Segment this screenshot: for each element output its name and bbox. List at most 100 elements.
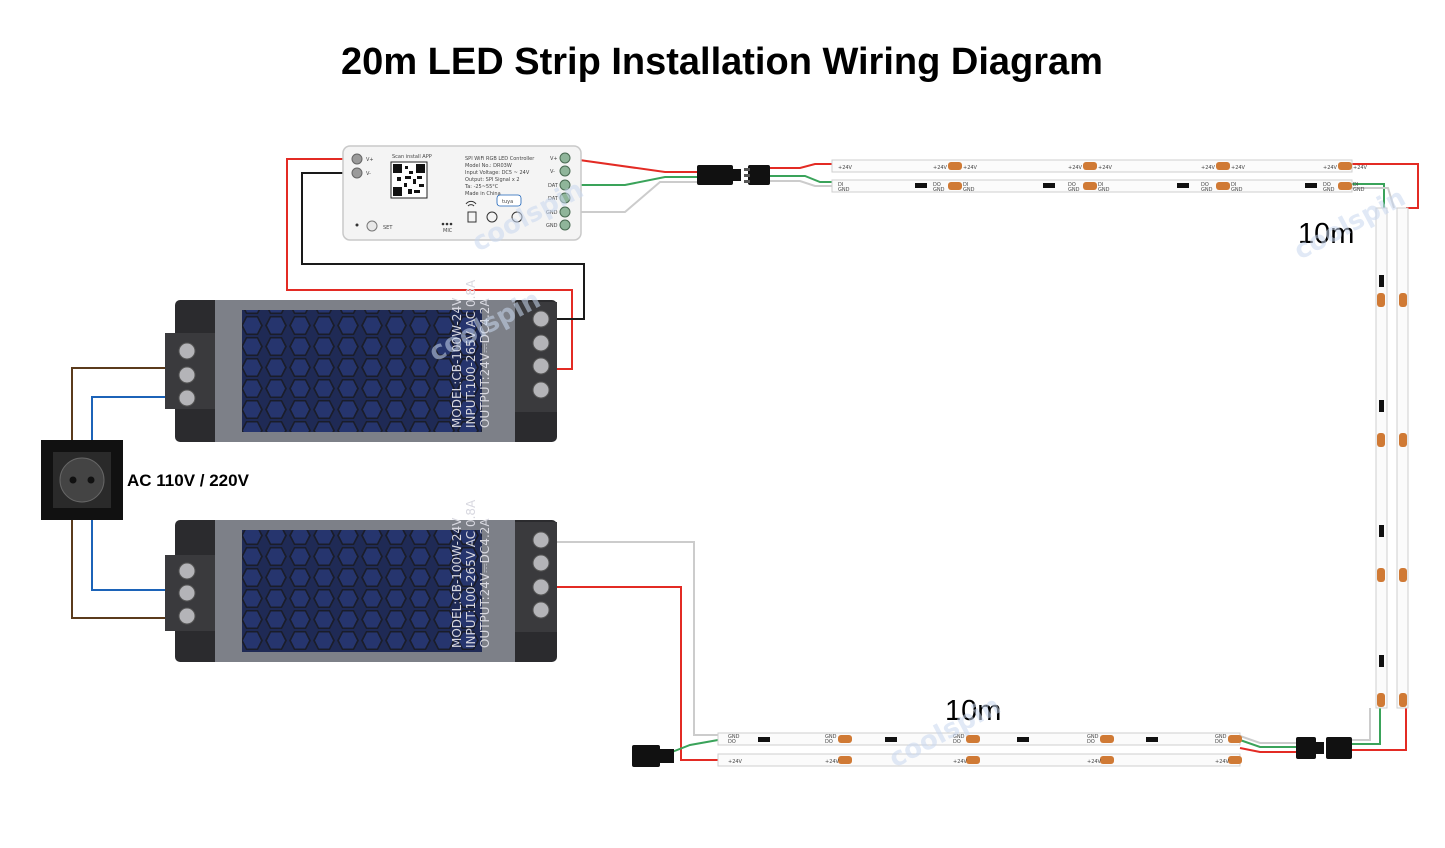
led-strip-vertical bbox=[1375, 207, 1409, 709]
strip-mark-label: GND bbox=[1087, 734, 1099, 740]
solder-pad bbox=[1228, 735, 1242, 743]
strip-mark-label: GND bbox=[933, 187, 945, 193]
strip-mark-label: +24V bbox=[1353, 165, 1368, 171]
brown-ac-wire-2 bbox=[71, 520, 188, 619]
strip-mark-label: GND bbox=[953, 734, 965, 740]
strip-mark-label: +24V bbox=[933, 165, 948, 171]
ac-wall-socket bbox=[41, 440, 123, 520]
solder-pad bbox=[838, 756, 852, 764]
bottom-corner-red bbox=[1352, 708, 1407, 751]
set-label: SET bbox=[383, 225, 393, 231]
solder-pad bbox=[1399, 693, 1407, 707]
led-strip-bottom: GNDDO+24VGNDDO+24VGNDDO+24VGNDDO+24VGNDD… bbox=[717, 732, 1242, 767]
terminal-label-1: V+ bbox=[550, 156, 558, 162]
solder-pad bbox=[1377, 693, 1385, 707]
strip-mark-label: +24V bbox=[1215, 759, 1230, 765]
strip-mark-label: GND bbox=[1215, 734, 1227, 740]
psu2-input: INPUT:100-265V AC 0.8A bbox=[464, 499, 478, 648]
power-supply-2: MODEL:CB-100W-24V INPUT:100-265V AC 0.8A… bbox=[165, 499, 557, 662]
solder-pad bbox=[1377, 433, 1385, 447]
controller-line-2: Model No.: DR03W bbox=[465, 163, 512, 169]
controller-terminals: V+ V- DAT DAT GND GND bbox=[546, 152, 571, 231]
brown-ac-wire bbox=[71, 367, 188, 440]
controller-line-5: Ta: -25~55°C bbox=[464, 184, 499, 190]
strip-mark-label: GND bbox=[825, 734, 837, 740]
jst-connector-top bbox=[697, 165, 770, 185]
top-strip-length-label: 10m bbox=[1298, 218, 1354, 250]
solder-pad bbox=[1399, 293, 1407, 307]
strip-mark-label: +24V bbox=[728, 759, 743, 765]
strip-mark-label: DO bbox=[1201, 182, 1209, 188]
ic-chip bbox=[1379, 525, 1384, 537]
psu2-red-wire bbox=[542, 586, 718, 761]
solder-pad bbox=[1338, 162, 1352, 170]
set-button[interactable] bbox=[366, 220, 378, 232]
tuya-logo: tuya bbox=[502, 199, 513, 205]
strip-mark-label: +24V bbox=[1231, 165, 1246, 171]
solder-pad bbox=[966, 756, 980, 764]
solder-pad bbox=[1100, 735, 1114, 743]
strip-mark-label: +24V bbox=[1098, 165, 1113, 171]
solder-pad bbox=[1228, 756, 1242, 764]
strip-mark-label: DO bbox=[1068, 182, 1076, 188]
solder-pad bbox=[1216, 182, 1230, 190]
psu2-white-wire bbox=[542, 541, 718, 736]
solder-pad bbox=[838, 735, 852, 743]
terminal-label-4: DAT bbox=[548, 196, 559, 202]
ic-chip bbox=[1043, 183, 1055, 188]
strip-mark-label: DI bbox=[1231, 182, 1236, 188]
strip-mark-label: +24V bbox=[1087, 759, 1102, 765]
solder-pad bbox=[1216, 162, 1230, 170]
blue-ac-wire-2 bbox=[91, 500, 188, 591]
power-supply-1: MODEL:CB-100W-24V INPUT:100-265V AC 0.8A… bbox=[165, 279, 557, 442]
top-strip-lead-green bbox=[770, 175, 832, 183]
solder-pad bbox=[1083, 162, 1097, 170]
bottom-left-connector-leads bbox=[671, 739, 719, 753]
strip-mark-label: DI bbox=[1353, 182, 1358, 188]
terminal-label-3: DAT bbox=[548, 183, 559, 189]
jst-connector-bottom-right bbox=[1296, 737, 1352, 759]
wires bbox=[71, 157, 1419, 761]
green-data-wire bbox=[565, 176, 697, 186]
strip-mark-label: GND bbox=[838, 187, 850, 193]
strip-mark-label: DO bbox=[1323, 182, 1331, 188]
strip-mark-label: GND bbox=[1201, 187, 1213, 193]
strip-mark-label: GND bbox=[1231, 187, 1243, 193]
controller-line-3: Input Voltage: DC5 ~ 24V bbox=[465, 170, 530, 176]
strip-mark-label: GND bbox=[1323, 187, 1335, 193]
ic-chip bbox=[758, 737, 770, 742]
psu1-output: OUTPUT:24V⎓DC4.2A bbox=[478, 298, 492, 428]
mic-label: MIC bbox=[443, 228, 453, 234]
strip-mark-label: DI bbox=[963, 182, 968, 188]
strip-mark-label: +24V bbox=[963, 165, 978, 171]
wifi-controller: V+ V- Scan install APP SPI WiFi RGB LED … bbox=[342, 145, 582, 241]
psu1-model: MODEL:CB-100W-24V bbox=[450, 297, 464, 428]
solder-pad bbox=[1399, 433, 1407, 447]
controller-line-1: SPI WiFi RGB LED Controller bbox=[465, 156, 535, 162]
strip-mark-label: DO bbox=[933, 182, 941, 188]
solder-pad bbox=[1100, 756, 1114, 764]
svg-text:V-: V- bbox=[366, 171, 371, 177]
strip-mark-label: GND bbox=[728, 734, 740, 740]
terminal-label-5: GND bbox=[546, 210, 558, 216]
strip-mark-label: DO bbox=[728, 739, 736, 745]
bottom-strip-white bbox=[1239, 735, 1296, 744]
red-power-wire-controller bbox=[286, 158, 573, 370]
red-output-wire bbox=[564, 157, 697, 173]
qr-code-icon bbox=[393, 164, 425, 196]
bottom-corner-white bbox=[1352, 708, 1371, 741]
bottom-strip-red bbox=[1239, 747, 1296, 753]
corner-white-wire bbox=[1352, 187, 1395, 209]
bottom-corner-green bbox=[1352, 708, 1381, 745]
strip-mark-label: DI bbox=[838, 182, 843, 188]
strip-mark-label: +24V bbox=[838, 165, 853, 171]
strip-mark-label: GND bbox=[963, 187, 975, 193]
solder-pad bbox=[1377, 568, 1385, 582]
ic-chip bbox=[1146, 737, 1158, 742]
strip-mark-label: +24V bbox=[953, 759, 968, 765]
corner-red-wire bbox=[1352, 163, 1419, 209]
white-gnd-wire bbox=[565, 181, 697, 213]
strip-mark-label: +24V bbox=[1323, 165, 1338, 171]
ic-chip bbox=[915, 183, 927, 188]
